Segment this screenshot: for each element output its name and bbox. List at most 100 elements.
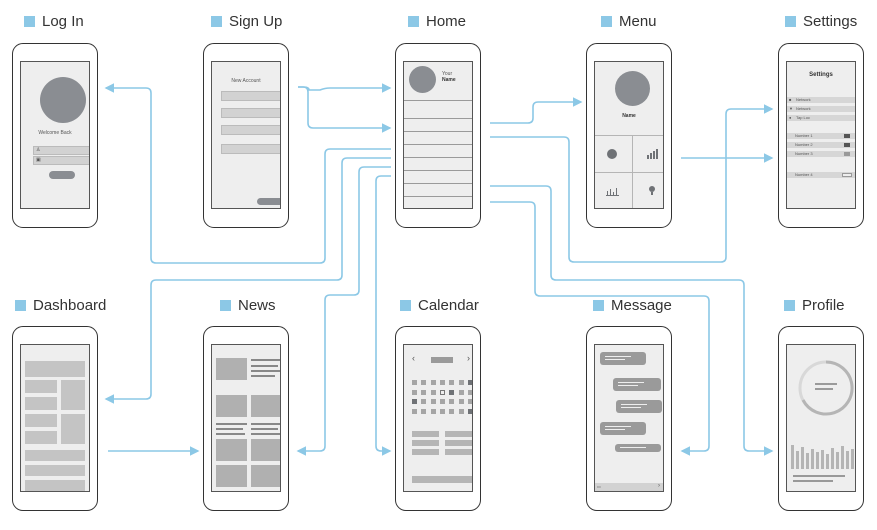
username-field[interactable]: ♙	[33, 146, 89, 155]
settings-toggle-row[interactable]: Number 1	[787, 133, 855, 139]
dashboard-block[interactable]	[25, 361, 85, 377]
calendar-day-cell[interactable]	[439, 389, 445, 395]
calendar-day-cell[interactable]	[421, 408, 427, 414]
dashboard-block[interactable]	[61, 380, 85, 410]
label-square-icon	[593, 300, 604, 311]
list-item[interactable]	[404, 131, 472, 132]
dashboard-block[interactable]	[61, 414, 85, 444]
dashboard-block[interactable]	[25, 414, 57, 427]
calendar-day-cell[interactable]	[439, 399, 445, 404]
news-image[interactable]	[216, 395, 247, 417]
calendar-day-cell[interactable]	[467, 380, 472, 385]
avatar	[663, 411, 664, 415]
chevron-left-icon[interactable]: ‹	[412, 353, 415, 363]
calendar-event-block[interactable]	[412, 449, 439, 455]
avatar	[615, 71, 650, 106]
list-item[interactable]	[404, 170, 472, 171]
avatar	[663, 450, 664, 454]
signup-submit-button[interactable]	[257, 198, 280, 205]
calendar-day-cell[interactable]	[449, 399, 455, 404]
list-item[interactable]	[404, 183, 472, 184]
label-menu: Menu	[601, 13, 657, 30]
signup-field-2[interactable]	[221, 108, 280, 118]
list-item[interactable]	[404, 157, 472, 158]
calendar-day-cell[interactable]	[449, 389, 455, 395]
calendar-day-cell[interactable]	[430, 399, 436, 404]
signup-field-1[interactable]	[221, 91, 280, 101]
dashboard-block[interactable]	[25, 397, 57, 410]
login-button[interactable]	[49, 171, 75, 179]
news-image[interactable]	[216, 439, 247, 461]
calendar-day-cell[interactable]	[421, 380, 427, 385]
dashboard-block[interactable]	[25, 380, 57, 393]
label-message: Message	[593, 297, 672, 314]
calendar-action-bar[interactable]	[412, 476, 472, 483]
calendar-day-cell[interactable]	[467, 399, 472, 404]
signup-field-4[interactable]	[221, 144, 280, 154]
news-image[interactable]	[251, 439, 280, 461]
calendar-day-cell[interactable]	[458, 389, 464, 395]
calendar-day-cell[interactable]	[412, 389, 417, 395]
dashboard-block[interactable]	[25, 465, 85, 476]
calendar-day-cell[interactable]	[467, 389, 472, 395]
send-icon[interactable]: ›	[658, 483, 660, 489]
list-item[interactable]	[404, 118, 472, 119]
news-image[interactable]	[251, 395, 280, 417]
calendar-day-cell[interactable]	[449, 408, 455, 414]
label-text: Home	[426, 13, 467, 30]
calendar-day-cell[interactable]	[412, 399, 417, 404]
phone-signup: New Account	[203, 43, 289, 228]
calendar-event-block[interactable]	[445, 449, 472, 455]
calendar-day-cell[interactable]	[458, 399, 464, 404]
settings-row[interactable]: ●Tap Loc	[787, 115, 855, 121]
attach-icon[interactable]: ▭	[597, 484, 601, 489]
settings-select-row[interactable]: Number 4	[787, 172, 855, 178]
password-field[interactable]: ▣	[33, 156, 89, 165]
calendar-day-cell[interactable]	[439, 408, 445, 414]
dashboard-block[interactable]	[25, 450, 85, 461]
signup-field-3[interactable]	[221, 125, 280, 135]
label-dashboard: Dashboard	[15, 297, 106, 314]
calendar-day-cell[interactable]	[430, 389, 436, 395]
calendar-day-cell[interactable]	[412, 380, 417, 385]
calendar-day-cell[interactable]	[430, 408, 436, 414]
settings-toggle-row[interactable]: Number 2	[787, 142, 855, 148]
settings-toggle-row[interactable]: Number 3	[787, 151, 855, 157]
calendar-event-block[interactable]	[412, 440, 439, 446]
calendar-day-cell[interactable]	[439, 380, 445, 385]
bar-chart-icon[interactable]	[646, 149, 658, 159]
list-item[interactable]	[404, 144, 472, 145]
calendar-day-cell[interactable]	[421, 389, 427, 395]
menu-divider	[632, 135, 633, 208]
phone-menu: Name	[586, 43, 672, 228]
menu-divider	[595, 172, 663, 173]
calendar-day-cell[interactable]	[458, 380, 464, 385]
list-item[interactable]	[404, 196, 472, 197]
lightbulb-icon[interactable]	[649, 186, 655, 195]
dashboard-block[interactable]	[25, 480, 85, 491]
label-calendar: Calendar	[400, 297, 479, 314]
menu-screen: Name	[594, 61, 664, 209]
calendar-day-cell[interactable]	[458, 408, 464, 414]
calendar-day-cell[interactable]	[449, 380, 455, 385]
calendar-event-block[interactable]	[445, 440, 472, 446]
message-input-bar[interactable]: ▭›	[595, 483, 663, 491]
settings-row[interactable]: ■Network	[787, 97, 855, 103]
calendar-day-cell[interactable]	[421, 399, 427, 404]
dashboard-block[interactable]	[25, 431, 57, 444]
calendar-day-cell[interactable]	[430, 380, 436, 385]
pie-chart-icon[interactable]	[607, 149, 617, 159]
link-signup-home-2	[298, 83, 392, 93]
chevron-right-icon[interactable]: ›	[467, 353, 470, 363]
message-bubble	[615, 444, 661, 452]
calendar-event-block[interactable]	[412, 431, 439, 437]
news-image[interactable]	[216, 465, 247, 487]
calendar-event-block[interactable]	[445, 431, 472, 437]
calendar-day-cell[interactable]	[412, 408, 417, 414]
news-image[interactable]	[216, 358, 247, 380]
line-chart-icon[interactable]	[606, 187, 619, 196]
link-home-news	[296, 166, 391, 456]
news-image[interactable]	[251, 465, 280, 487]
settings-row[interactable]: ▼Network	[787, 106, 855, 112]
calendar-day-cell[interactable]	[467, 408, 472, 414]
